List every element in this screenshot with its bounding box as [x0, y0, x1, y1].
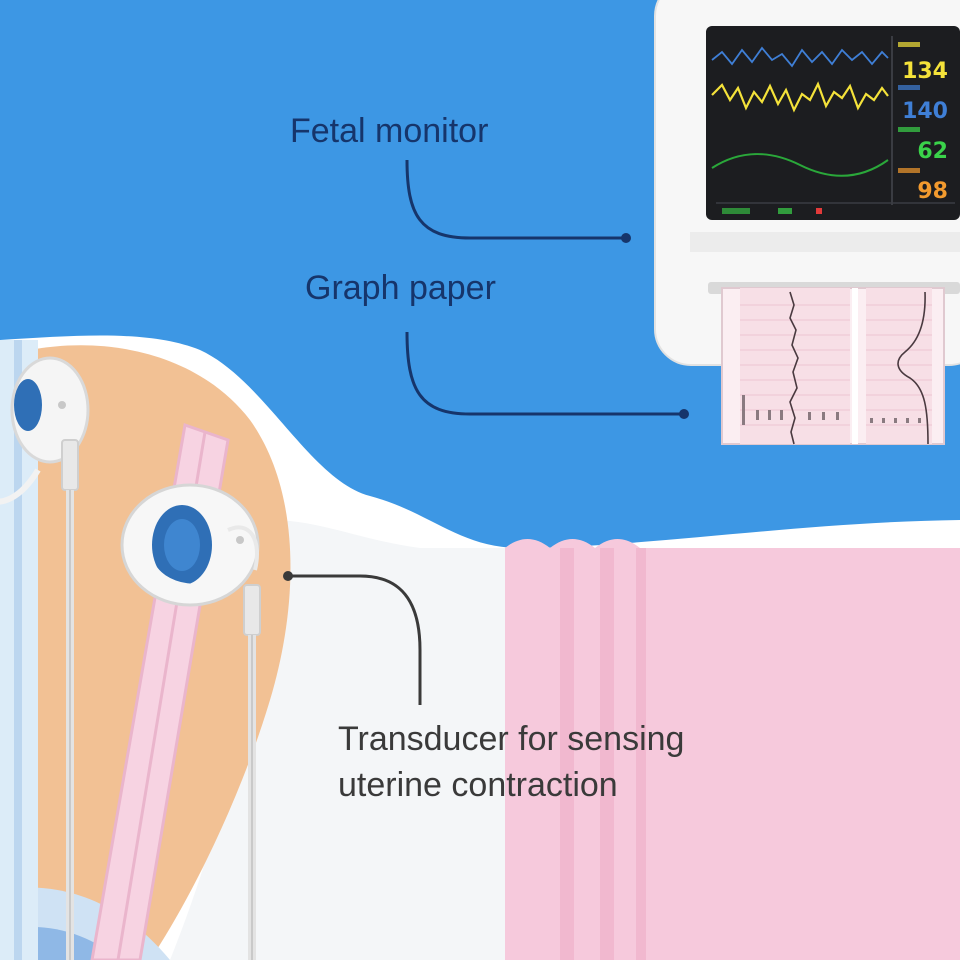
fetal-monitor-label: Fetal monitor — [290, 112, 489, 150]
reading-fhr: 134 — [902, 59, 948, 84]
bed-sheet — [170, 520, 520, 960]
fhr-trace — [789, 291, 799, 445]
contraction-trace — [897, 291, 929, 445]
connector-transducer — [288, 574, 422, 705]
waveform-yellow — [711, 81, 889, 113]
transducer-label: Transducer for sensing uterine contracti… — [338, 716, 684, 808]
transducer-label-line2: uterine contraction — [338, 766, 618, 804]
reading-blue: 140 — [902, 99, 948, 124]
uterine-transducer — [120, 483, 261, 960]
reading-orange: 98 — [917, 179, 948, 204]
waveform-blue — [711, 46, 889, 68]
graph-paper-strip — [721, 287, 945, 445]
waveform-green — [711, 153, 889, 177]
reading-green: 62 — [917, 139, 948, 164]
graph-paper-label: Graph paper — [305, 269, 496, 307]
upper-transducer — [0, 356, 90, 960]
connector-fetal-monitor — [405, 159, 626, 240]
pink-blanket — [505, 539, 960, 960]
connector-lines — [283, 159, 689, 705]
transducer-label-line1: Transducer for sensing — [338, 720, 685, 758]
monitor-screen — [706, 26, 960, 220]
connector-graph-paper — [405, 331, 684, 416]
